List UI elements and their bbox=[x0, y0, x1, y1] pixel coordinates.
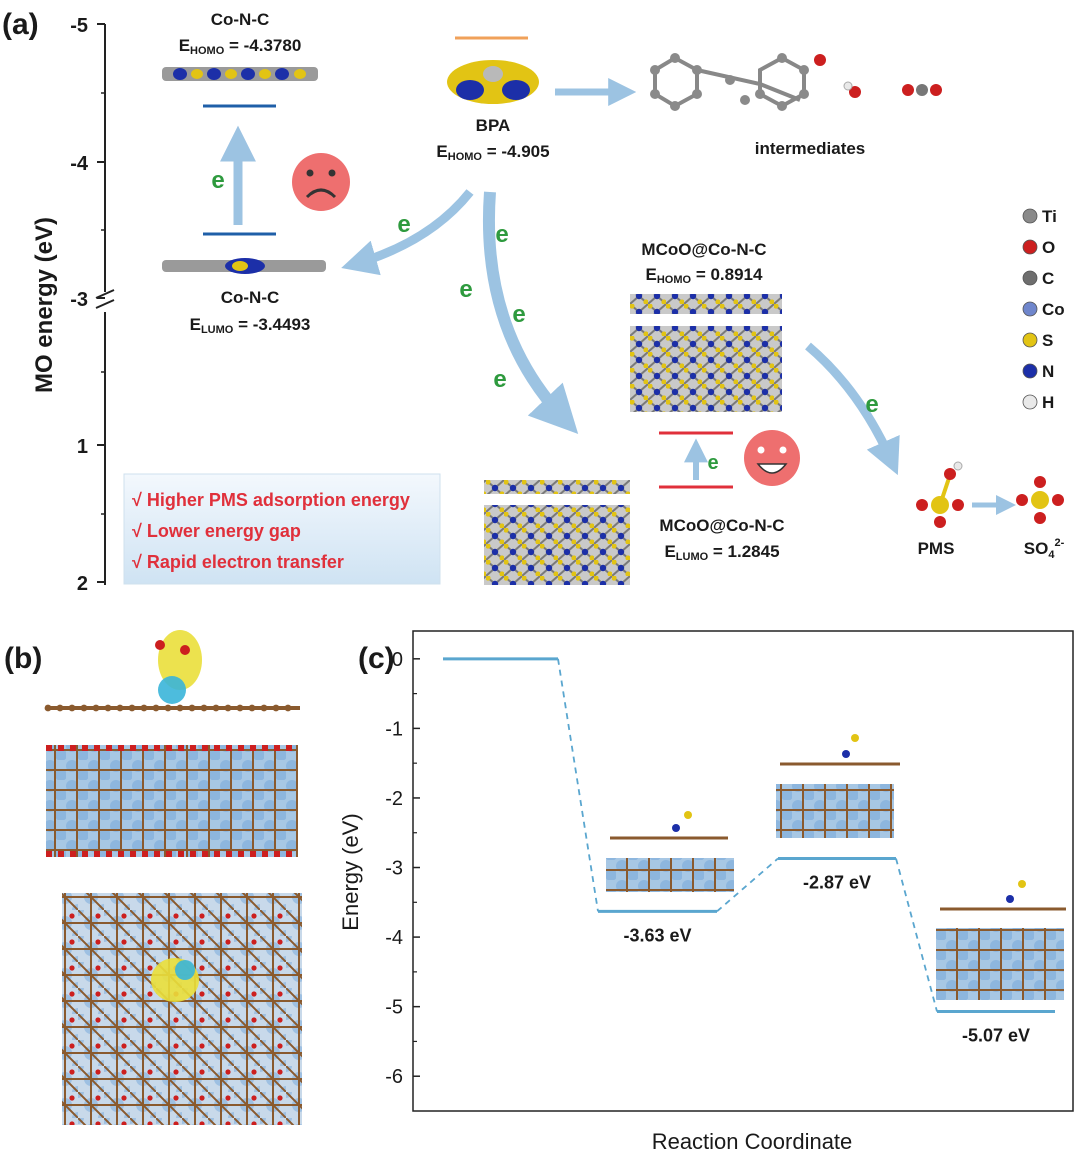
advantage-item: √ Higher PMS adsorption energy bbox=[132, 490, 410, 510]
energy-profile-chart: 0 -1 -2 -3 -4 -5 -6 -3.63 eV -2.87 eV -5.07 eV R… bbox=[338, 630, 1074, 1154]
connector-line bbox=[716, 857, 779, 913]
conc-lumo-name: Co-N-C bbox=[221, 288, 280, 307]
conc-lumo-energy: ELUMO = -3.4493 bbox=[190, 315, 311, 336]
conc-homo-energy: EHOMO = -4.3780 bbox=[179, 36, 302, 57]
mcoo-homo-energy: EHOMO = 0.8914 bbox=[646, 265, 763, 286]
mcoo-homo-slab bbox=[630, 326, 782, 412]
conc-homo-orbitals bbox=[173, 68, 289, 80]
bpa-to-conc-arrow bbox=[341, 189, 474, 276]
mo-tick: 2 bbox=[77, 573, 88, 595]
legend-label: N bbox=[1042, 362, 1054, 381]
y-tick-label: -4 bbox=[385, 927, 403, 949]
legend-label: O bbox=[1042, 238, 1055, 257]
legend-swatch bbox=[1022, 270, 1038, 286]
conc-homo-name: Co-N-C bbox=[211, 10, 270, 29]
mo-tick: -4 bbox=[70, 153, 89, 175]
mcoo-homo-name: MCoO@Co-N-C bbox=[641, 240, 766, 259]
electron-label: e bbox=[512, 301, 525, 328]
advantages-box: √ Higher PMS adsorption energy √ Lower e… bbox=[123, 473, 441, 585]
y-tick-label: -3 bbox=[385, 858, 403, 880]
intermediate-structure-1 bbox=[606, 811, 734, 892]
pms-label: PMS bbox=[918, 539, 955, 558]
legend-swatch bbox=[1022, 332, 1038, 348]
top-view bbox=[62, 893, 302, 1125]
electron-label: e bbox=[707, 452, 718, 474]
legend-swatch bbox=[1022, 394, 1038, 410]
bpa-energy: EHOMO = -4.905 bbox=[436, 142, 549, 163]
advantage-item: √ Rapid electron transfer bbox=[132, 552, 344, 572]
electron-label: e bbox=[865, 391, 878, 418]
intermediate-structure-3 bbox=[936, 880, 1066, 1000]
mcoo-lumo-group: MCoO@Co-N-C ELUMO = 1.2845 bbox=[484, 480, 785, 585]
chart-frame bbox=[412, 630, 1074, 1112]
conc-lumo-group: Co-N-C ELUMO = -3.4493 bbox=[162, 232, 326, 336]
y-tick-label: -1 bbox=[385, 718, 403, 740]
mo-axis: -5 -4 -3 1 2 MO energy (eV) bbox=[31, 15, 115, 595]
mcoo-lumo-energy: ELUMO = 1.2845 bbox=[664, 542, 779, 563]
legend-label: Co bbox=[1042, 300, 1065, 319]
so4-label: SO42- bbox=[1024, 537, 1065, 561]
bpa-group: BPA EHOMO = -4.905 bbox=[436, 36, 550, 163]
sad-face-icon bbox=[292, 153, 350, 211]
mcoo-lumo-slab bbox=[484, 505, 630, 585]
y-tick-label: -2 bbox=[385, 788, 403, 810]
pms-molecule bbox=[916, 461, 964, 528]
energy-value-label: -2.87 eV bbox=[803, 872, 871, 892]
conc-homo-group: Co-N-C EHOMO = -4.3780 bbox=[162, 10, 318, 108]
intermediates-label: intermediates bbox=[755, 139, 866, 158]
intermediate-structure-2 bbox=[776, 734, 900, 838]
pms-adsorbed-side-view bbox=[44, 630, 300, 712]
mo-tick: 1 bbox=[77, 436, 88, 458]
panel-b-label: (b) bbox=[4, 642, 42, 675]
legend-label: S bbox=[1042, 331, 1053, 350]
electron-label: e bbox=[397, 211, 410, 238]
electron-label: e bbox=[459, 276, 472, 303]
panel-a-label: (a) bbox=[2, 8, 39, 41]
mcoo-lumo-sheet bbox=[484, 480, 630, 494]
legend-label: Ti bbox=[1042, 207, 1057, 226]
x-axis-label: Reaction Coordinate bbox=[652, 1129, 853, 1154]
y-axis-label: Energy (eV) bbox=[338, 813, 363, 930]
energy-value-label: -3.63 eV bbox=[623, 925, 691, 945]
mo-axis-title: MO energy (eV) bbox=[31, 217, 58, 393]
legend-swatch bbox=[1022, 301, 1038, 317]
legend-swatch bbox=[1022, 208, 1038, 224]
y-tick-label: 0 bbox=[392, 649, 403, 671]
intermediates-molecules bbox=[650, 53, 942, 111]
mo-tick: -3 bbox=[70, 289, 88, 311]
mcoo-lumo-name: MCoO@Co-N-C bbox=[659, 516, 784, 535]
happy-face-icon bbox=[744, 430, 800, 486]
bpa-to-mcoo-arrow bbox=[482, 191, 579, 434]
mcoo-to-pms-arrow bbox=[805, 342, 900, 476]
y-tick-label: -5 bbox=[385, 997, 403, 1019]
mo-tick: -5 bbox=[70, 15, 88, 37]
tio2-slab-side-view bbox=[46, 745, 298, 857]
mcoo-homo-sheet bbox=[630, 294, 782, 314]
electron-label: e bbox=[493, 366, 506, 393]
bpa-name: BPA bbox=[476, 116, 511, 135]
legend-label: H bbox=[1042, 393, 1054, 412]
legend-label: C bbox=[1042, 269, 1054, 288]
legend-swatch bbox=[1022, 363, 1038, 379]
connector-line bbox=[557, 658, 599, 912]
energy-value-label: -5.07 eV bbox=[962, 1026, 1030, 1046]
electron-label: e bbox=[495, 221, 508, 248]
advantage-item: √ Lower energy gap bbox=[132, 521, 301, 541]
connector-line bbox=[895, 858, 938, 1012]
so4-molecule bbox=[1016, 476, 1064, 524]
electron-label: e bbox=[211, 167, 224, 194]
legend-swatch bbox=[1022, 239, 1038, 255]
y-tick-label: -6 bbox=[385, 1066, 403, 1088]
panel-c-label: (c) bbox=[358, 642, 395, 675]
bpa-orbital bbox=[447, 60, 539, 104]
mcoo-homo-group: MCoO@Co-N-C EHOMO = 0.8914 bbox=[630, 240, 782, 412]
